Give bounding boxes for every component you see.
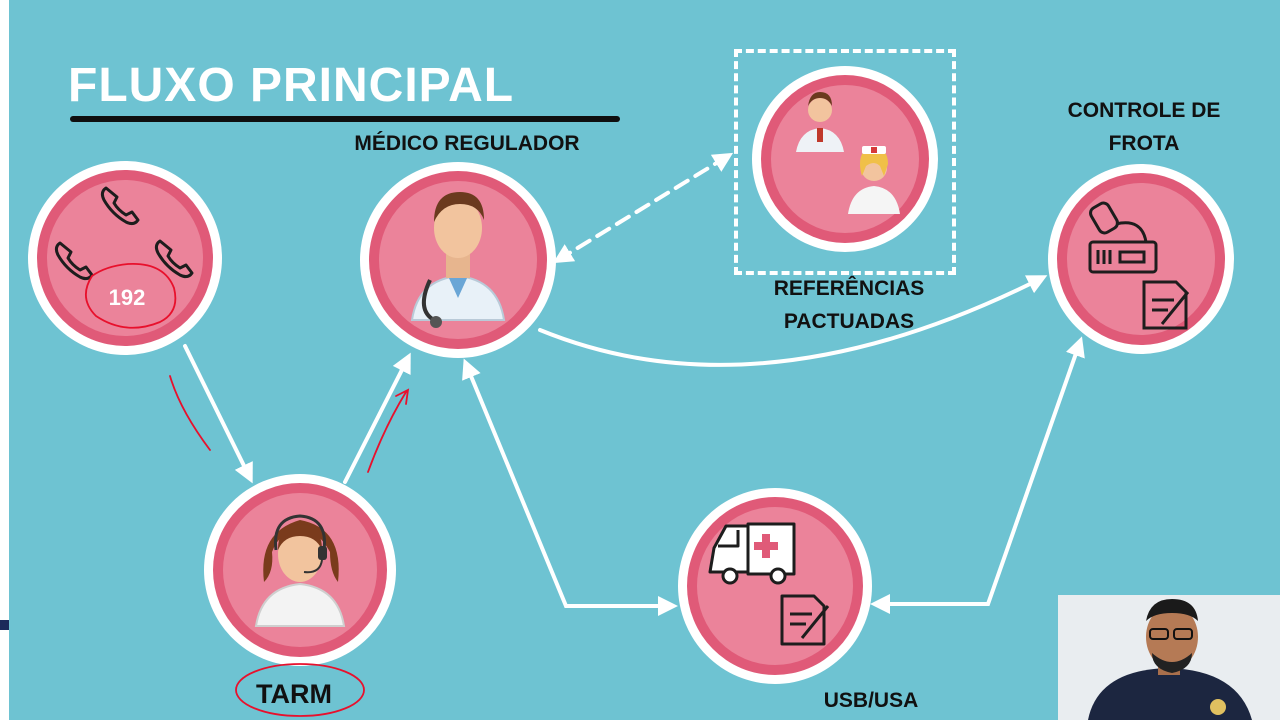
slide-title: FLUXO PRINCIPAL (68, 59, 515, 112)
arrow-doctor-ambulance (462, 358, 678, 616)
arrow-doctor-references (552, 152, 734, 264)
doctor-node (360, 162, 556, 358)
call-number: 192 (108, 285, 146, 310)
references-node (752, 66, 938, 252)
stroke-near-call-arrow (169, 375, 211, 451)
tarm-label: TARM (256, 679, 332, 709)
title-underline (70, 116, 620, 122)
slide-left-marker (0, 620, 9, 630)
doctor-icon (410, 192, 506, 328)
radio-icon (1088, 201, 1190, 330)
ambulance-node (678, 488, 872, 684)
fleet-node (1048, 164, 1234, 354)
references-dashed-box (734, 49, 956, 275)
arrow-tarm-to-doctor (343, 352, 411, 484)
ambulance-label: USB/USA (823, 689, 919, 712)
slide-left-border (0, 0, 9, 720)
fleet-label-line2: FROTA (1108, 132, 1180, 155)
operator-icon (254, 514, 346, 627)
references-label: REFERÊNCIAS PACTUADAS (754, 272, 944, 338)
call-node (28, 161, 222, 355)
fleet-label-line1: CONTROLE DE (1067, 99, 1221, 122)
presenter-webcam (1058, 595, 1280, 720)
tarm-node (204, 474, 396, 666)
phone-icon (54, 186, 194, 281)
arrow-ambulance-fleet (870, 336, 1085, 614)
fleet-label: CONTROLE DE FROTA (1044, 94, 1244, 160)
references-label-line1: REFERÊNCIAS (773, 277, 925, 300)
ambulance-icon (708, 522, 830, 646)
presenter-icon (1058, 595, 1280, 720)
doctor-nurse-icon (796, 92, 900, 214)
arrow-call-to-tarm (183, 344, 253, 484)
doctor-label: MÉDICO REGULADOR (354, 132, 580, 155)
arrow-stroke-near-tarm (367, 388, 410, 473)
references-label-line2: PACTUADAS (783, 310, 915, 333)
